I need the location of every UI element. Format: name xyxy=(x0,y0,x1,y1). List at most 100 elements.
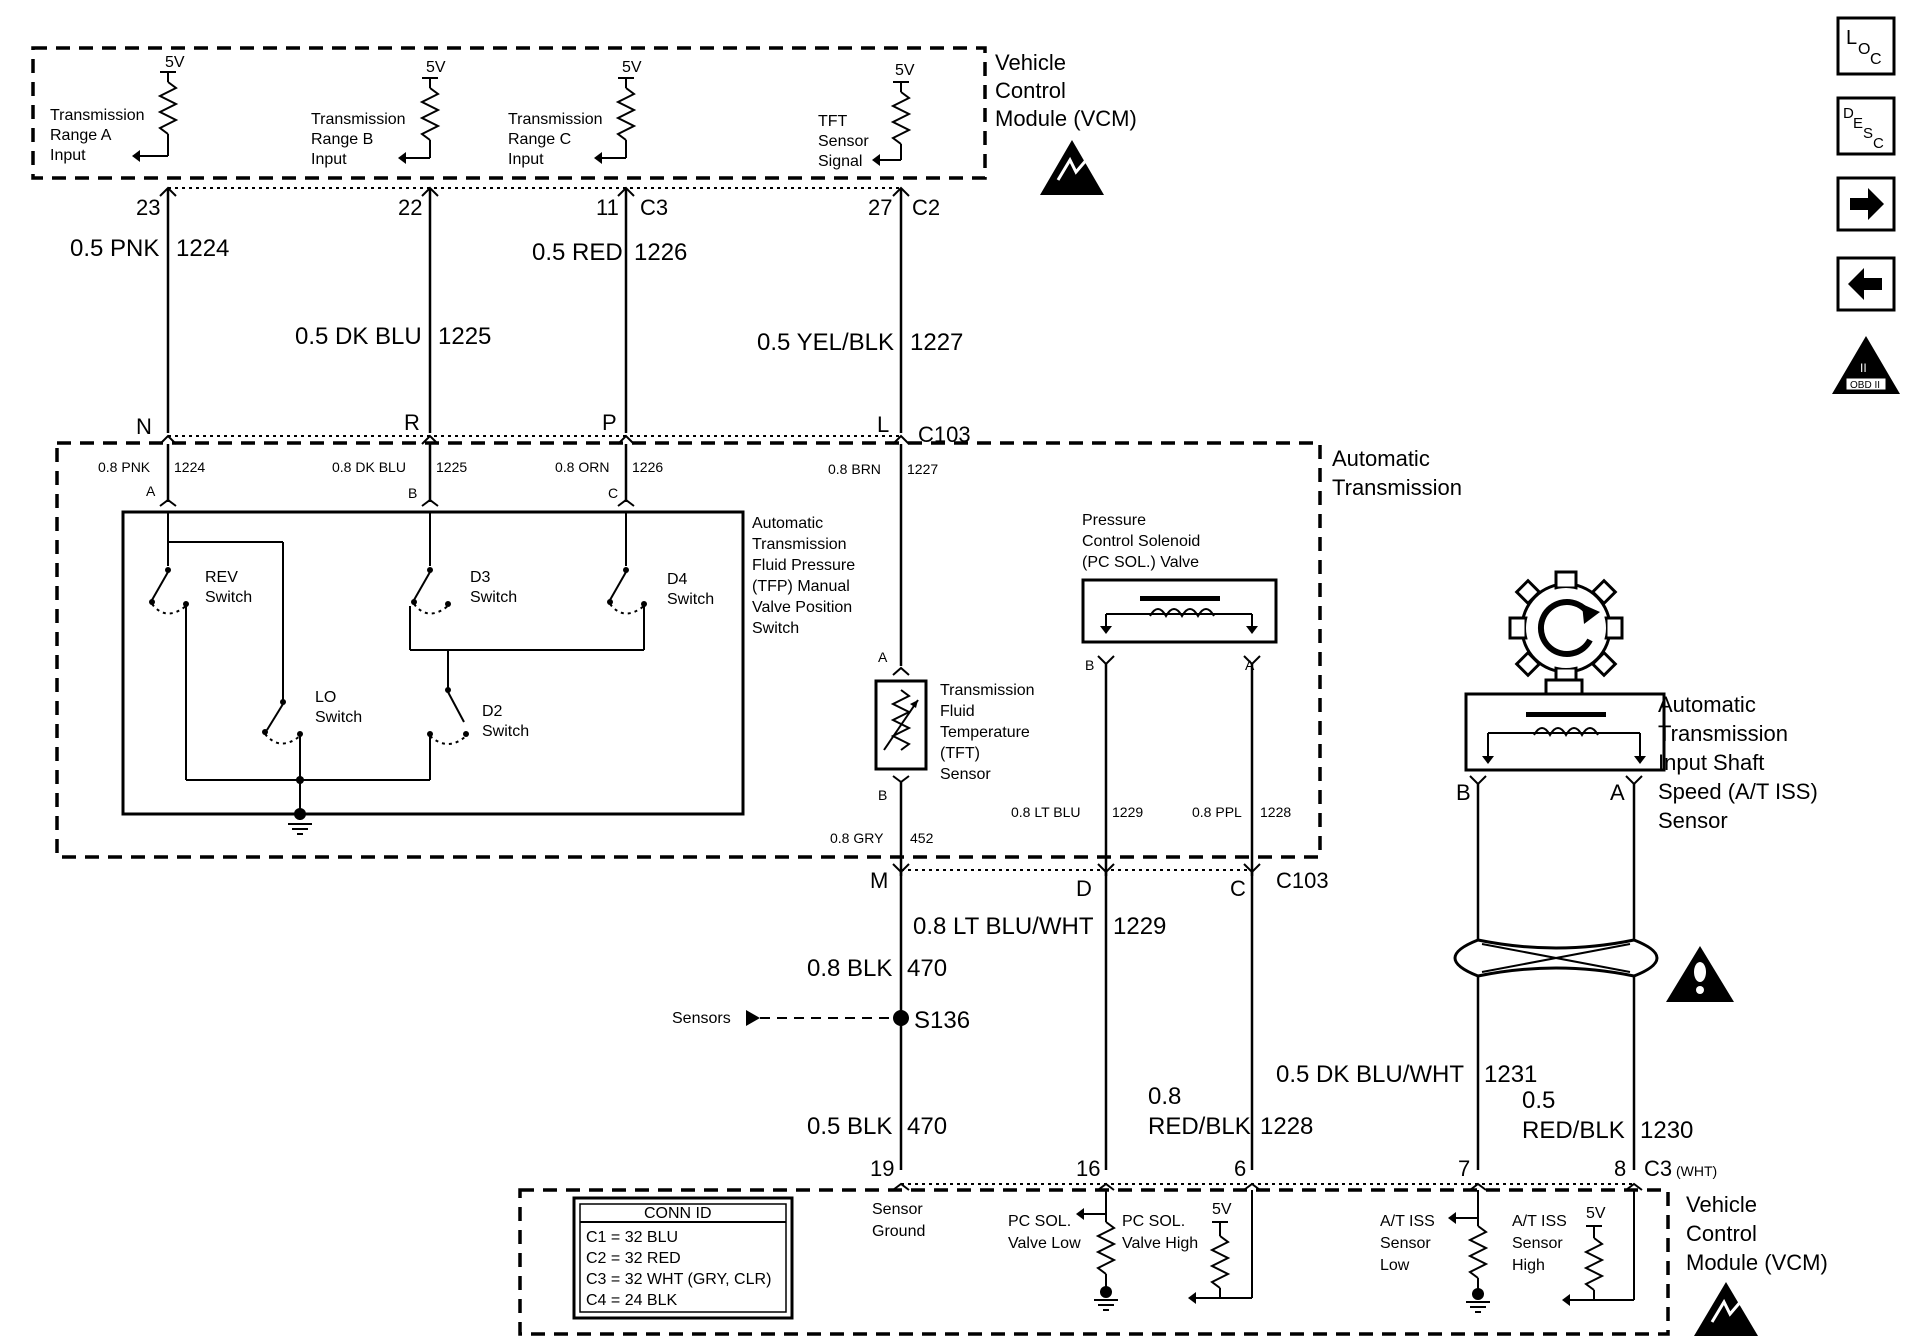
circuit-1229-inner-label: 1229 xyxy=(1112,804,1143,820)
circuit-1226-label: 1226 xyxy=(634,239,687,266)
tfp-terminal-c: C xyxy=(608,485,618,501)
conn-id-table: CONN ID C1 = 32 BLU C2 = 32 RED C3 = 32 … xyxy=(572,1196,794,1320)
wire-0-5-pnk-label: 0.5 PNK xyxy=(70,235,159,262)
wire-0-5-dk-blu-wht-label: 0.5 DK BLU/WHT xyxy=(1276,1061,1464,1088)
tft-label-line3: Temperature xyxy=(940,724,1030,741)
svg-text:L: L xyxy=(1846,27,1857,49)
pc-solenoid-valve: Pressure Control Solenoid (PC SOL.) Valv… xyxy=(1081,512,1278,644)
vcm-bottom-module: Vehicle Control Module (VCM) CONN ID C1 … xyxy=(518,1188,1828,1336)
vcm-bottom-title-line3: Module (VCM) xyxy=(1686,1250,1828,1275)
wire-0-8-red-blk-line1: 0.8 xyxy=(1148,1083,1181,1110)
pin-27: 27 xyxy=(868,195,892,220)
iss-sensor: Automatic Transmission Input Shaft Speed… xyxy=(1453,570,1818,1170)
tft-signal-label-line2: Sensor xyxy=(818,133,869,150)
pc-terminal-b: B xyxy=(1085,657,1094,673)
wire-0-8-lt-blu-label: 0.8 LT BLU xyxy=(1011,804,1081,820)
wire-0-8-ppl-label: 0.8 PPL xyxy=(1192,804,1242,820)
c103-pin-r: R xyxy=(404,410,420,435)
circuit-1227-label: 1227 xyxy=(910,329,963,356)
range-a-label-line1: Transmission xyxy=(50,107,145,124)
tft-terminal-a: A xyxy=(878,649,888,665)
svg-text:E: E xyxy=(1853,115,1863,132)
vcm-top-title-line3: Module (VCM) xyxy=(995,106,1137,131)
bottom-wires: 0.8 LT BLU/WHT 1229 0.8 BLK 470 Sensors … xyxy=(672,872,1693,1170)
rev-switch-label-line2: Switch xyxy=(205,589,252,606)
d2-switch-label-line2: Switch xyxy=(482,723,529,740)
tfp-title-line6: Switch xyxy=(752,620,799,637)
c103-bottom-connector: M D C C103 xyxy=(870,863,1329,901)
vcm-bottom-title-line2: Control xyxy=(1686,1221,1757,1246)
connector-c2: C2 xyxy=(912,195,940,220)
supply-5v-label: 5V xyxy=(426,59,446,76)
wire-0-8-brn-label: 0.8 BRN xyxy=(828,461,881,477)
pc-solenoid-label-line1: Pressure xyxy=(1082,512,1146,529)
d4-switch: D4 Switch xyxy=(607,567,714,615)
iss-label-line3: Input Shaft xyxy=(1658,750,1764,775)
circuit-1231-label: 1231 xyxy=(1484,1061,1537,1088)
vcm-top-input-range-a: 5V Transmission Range A Input xyxy=(50,54,185,164)
supply-5v-label: 5V xyxy=(165,54,185,71)
d4-switch-label-line2: Switch xyxy=(667,591,714,608)
pin-23: 23 xyxy=(136,195,160,220)
conn-id-row-c4: C4 = 24 BLK xyxy=(586,1292,678,1309)
desc-icon[interactable]: D E S C xyxy=(1836,96,1896,156)
sensors-label: Sensors xyxy=(672,1010,731,1027)
conn-id-row-c1: C1 = 32 BLU xyxy=(586,1229,678,1246)
iss-terminal-b: B xyxy=(1456,780,1471,805)
d3-switch-label-line1: D3 xyxy=(470,569,491,586)
connector-c3-color-note: (WHT) xyxy=(1676,1163,1717,1179)
vcm-top-input-range-c: 5V Transmission Range C Input xyxy=(508,59,642,168)
tfp-title-line1: Automatic xyxy=(752,515,823,532)
iss-label-line2: Transmission xyxy=(1658,721,1788,746)
wire-0-5-red-blk-line1: 0.5 xyxy=(1522,1087,1555,1114)
supply-5v-label: 5V xyxy=(622,59,642,76)
rev-switch: REV Switch xyxy=(149,567,252,780)
svg-text:C: C xyxy=(1873,135,1884,152)
svg-text:D: D xyxy=(1843,105,1854,122)
top-wires: 0.5 PNK 1224 0.5 DK BLU 1225 0.5 RED 122… xyxy=(70,188,963,433)
tft-sensor: Transmission Fluid Temperature (TFT) Sen… xyxy=(874,679,1035,783)
wire-0-5-dk-blu-label: 0.5 DK BLU xyxy=(295,323,422,350)
transmission-title-line1: Automatic xyxy=(1332,446,1430,471)
esd-warning-icon xyxy=(1040,140,1104,195)
iss-low-label-line1: A/T ISS xyxy=(1380,1213,1435,1230)
sensor-ground-label-line2: Ground xyxy=(872,1223,925,1240)
prev-arrow-icon[interactable] xyxy=(1836,256,1896,312)
lo-switch-label-line2: Switch xyxy=(315,709,362,726)
c103-pin-n: N xyxy=(136,414,152,439)
pin-22: 22 xyxy=(398,195,422,220)
range-c-label-line3: Input xyxy=(508,151,544,168)
svg-text:OBD II: OBD II xyxy=(1850,380,1880,391)
iss-low-label-line3: Low xyxy=(1380,1257,1410,1274)
obd-ii-icon[interactable]: OBD II II xyxy=(1832,336,1900,394)
next-arrow-icon[interactable] xyxy=(1836,176,1896,232)
pc-sol-low-label-line1: PC SOL. xyxy=(1008,1213,1071,1230)
range-c-label-line2: Range C xyxy=(508,131,571,148)
circuit-1229-label: 1229 xyxy=(1113,913,1166,940)
lo-switch: LO Switch xyxy=(262,689,362,780)
tft-label-line1: Transmission xyxy=(940,682,1035,699)
pin-16: 16 xyxy=(1076,1156,1100,1181)
c103-pin-m: M xyxy=(870,868,888,893)
iss-label-line4: Speed (A/T ISS) xyxy=(1658,779,1818,804)
gear-icon xyxy=(1508,570,1624,686)
tft-signal-label-line3: Signal xyxy=(818,153,862,170)
svg-text:S: S xyxy=(1863,125,1873,142)
pc-sol-valve-high: PC SOL. Valve High 5V xyxy=(1122,1190,1253,1304)
pin-11: 11 xyxy=(596,195,619,220)
connector-c3-bottom: C3 xyxy=(1644,1156,1672,1181)
range-b-label-line1: Transmission xyxy=(311,111,406,128)
iss-high-label-line1: A/T ISS xyxy=(1512,1213,1567,1230)
loc-icon[interactable]: L O C xyxy=(1836,16,1896,76)
pc-sol-high-label-line1: PC SOL. xyxy=(1122,1213,1185,1230)
pc-sol-low-label-line2: Valve Low xyxy=(1008,1235,1081,1252)
supply-5v-label: 5V xyxy=(895,62,915,79)
tft-label-line2: Fluid xyxy=(940,703,975,720)
transmission-module: Automatic Transmission 0.8 PNK 1224 0.8 … xyxy=(55,441,1462,876)
wire-0-8-red-blk-line2: RED/BLK xyxy=(1148,1113,1251,1140)
supply-5v-label: 5V xyxy=(1586,1205,1606,1222)
tfp-terminal-a: A xyxy=(146,483,156,499)
d2-switch-label-line1: D2 xyxy=(482,703,503,720)
wire-0-8-gry-label: 0.8 GRY xyxy=(830,830,884,846)
splice-s136-label: S136 xyxy=(914,1007,970,1034)
